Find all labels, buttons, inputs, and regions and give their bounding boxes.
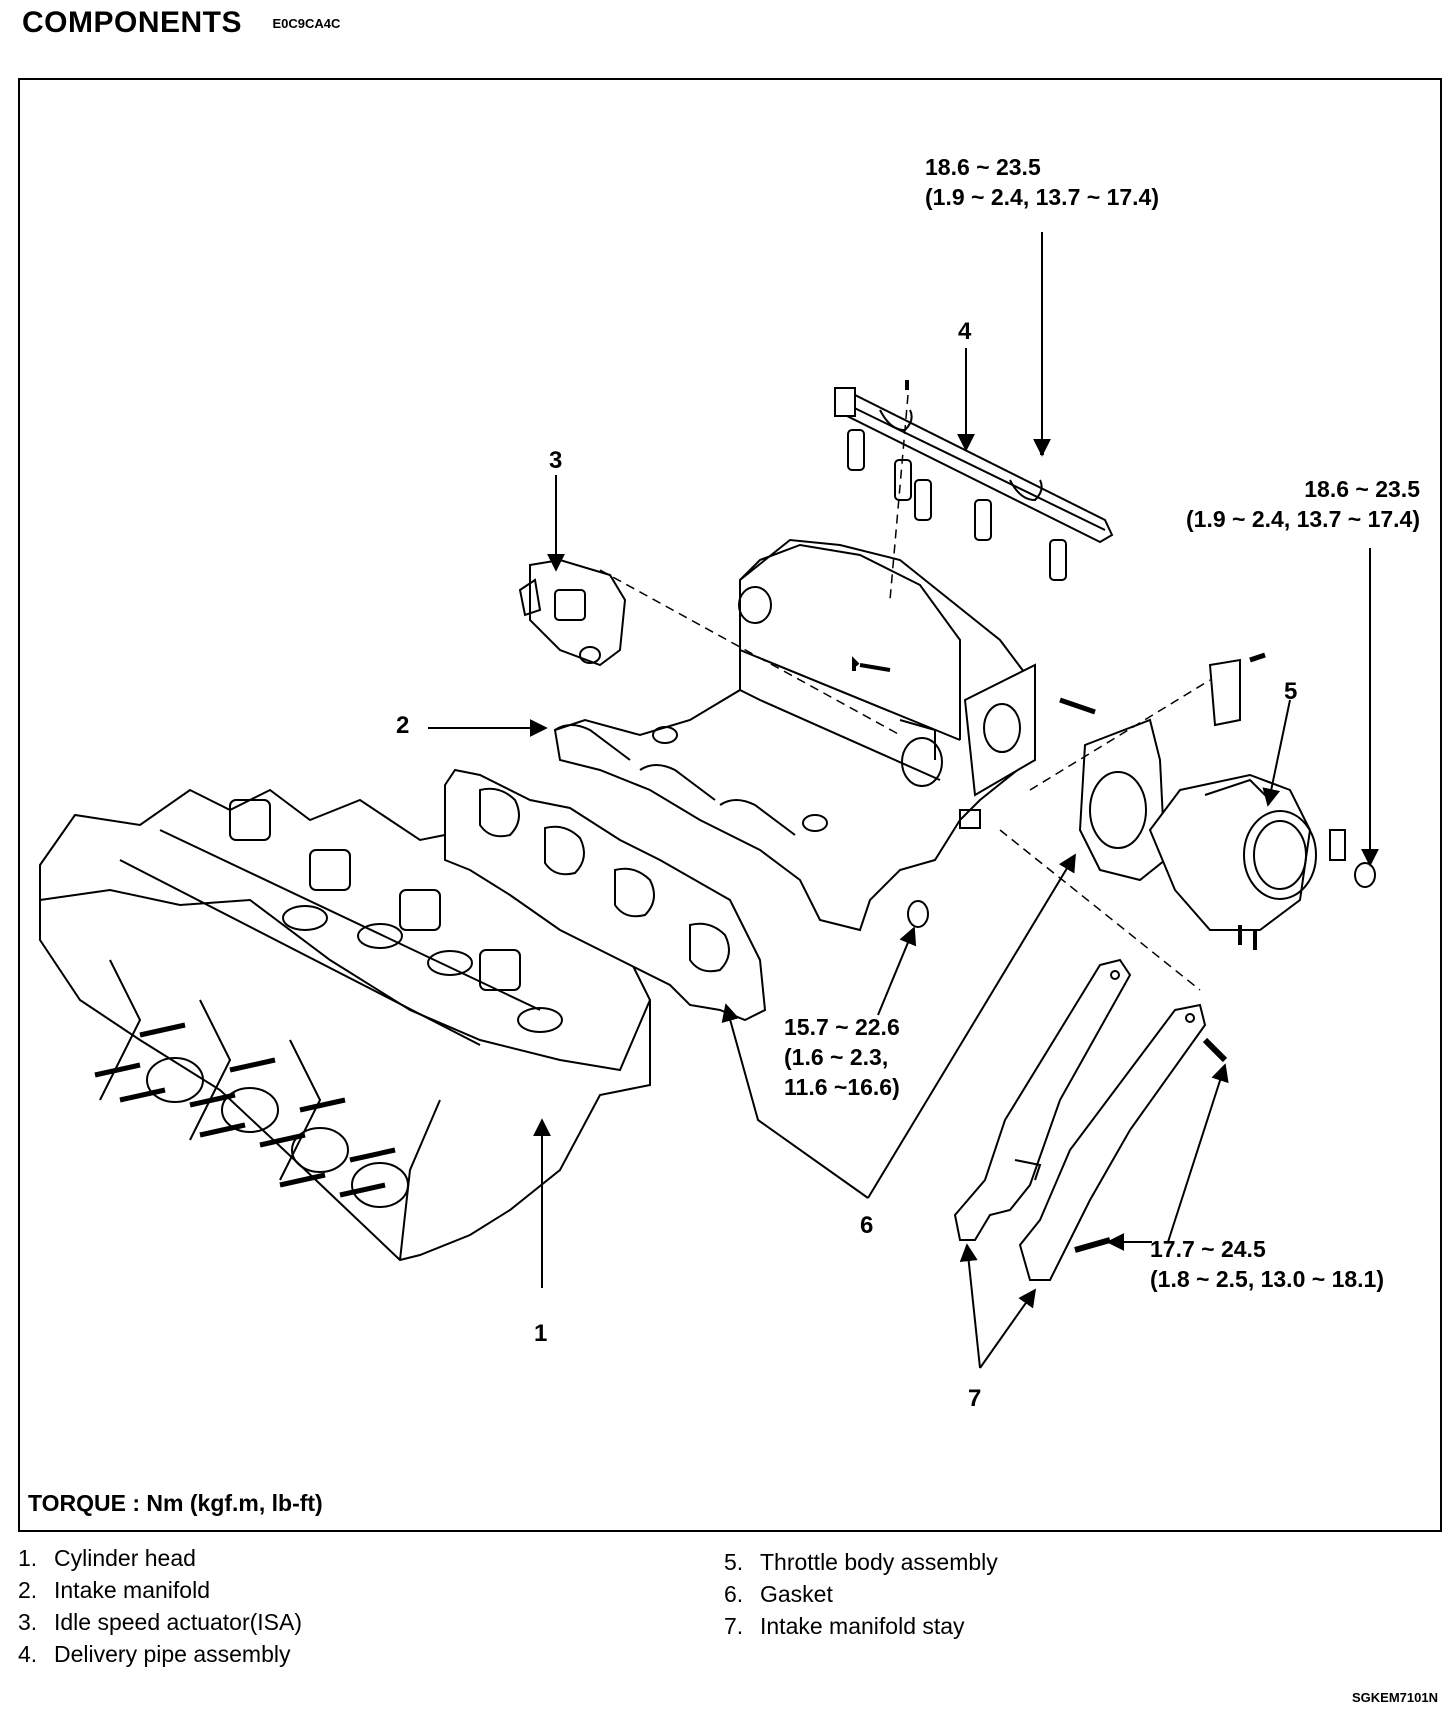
page-header: COMPONENTS E0C9CA4C <box>22 6 340 40</box>
torque-value-alt-units: (1.9 ~ 2.4, 13.7 ~ 17.4) <box>925 184 1159 210</box>
legend-left: 1.Cylinder head 2.Intake manifold 3.Idle… <box>18 1542 302 1670</box>
torque-value-alt-units: 11.6 ~16.6) <box>784 1074 900 1100</box>
callout-3: 3 <box>549 447 563 474</box>
idle-speed-actuator-drawing <box>518 558 627 667</box>
torque-spec-manifold-nut: 15.7 ~ 22.6 (1.6 ~ 2.3, 11.6 ~16.6) <box>784 1012 900 1102</box>
legend-item: 4.Delivery pipe assembly <box>18 1641 291 1667</box>
delivery-pipe-drawing <box>834 380 1114 581</box>
torque-value-alt-units: (1.8 ~ 2.5, 13.0 ~ 18.1) <box>1150 1266 1384 1292</box>
legend-item: 2.Intake manifold <box>18 1577 210 1603</box>
torque-value: 17.7 ~ 24.5 <box>1150 1236 1266 1262</box>
section-code: E0C9CA4C <box>272 16 341 32</box>
legend-right: 5.Throttle body assembly 6.Gasket 7.Inta… <box>724 1546 998 1642</box>
cylinder-head-drawing <box>39 788 651 1262</box>
legend-item: 3.Idle speed actuator(ISA) <box>18 1609 303 1635</box>
leader-lines <box>428 232 1379 1369</box>
callout-6: 6 <box>860 1212 874 1239</box>
callout-4: 4 <box>958 318 972 345</box>
torque-value: 15.7 ~ 22.6 <box>784 1014 900 1040</box>
alignment-lines <box>599 394 1211 991</box>
legend-item: 5.Throttle body assembly <box>724 1549 998 1575</box>
gasket-drawing <box>444 768 767 1022</box>
torque-value-alt-units: (1.9 ~ 2.4, 13.7 ~ 17.4) <box>1186 506 1420 532</box>
diagram-frame <box>18 78 1442 1532</box>
intake-manifold-drawing <box>553 538 1096 932</box>
page-title: COMPONENTS <box>22 6 243 39</box>
legend-item: 1.Cylinder head <box>18 1545 196 1571</box>
torque-spec-throttle-body: 18.6 ~ 23.5 (1.9 ~ 2.4, 13.7 ~ 17.4) <box>1148 474 1420 534</box>
torque-spec-manifold-stay: 17.7 ~ 24.5 (1.8 ~ 2.5, 13.0 ~ 18.1) <box>1150 1234 1384 1294</box>
torque-spec-delivery-pipe: 18.6 ~ 23.5 (1.9 ~ 2.4, 13.7 ~ 17.4) <box>925 152 1159 212</box>
callout-1: 1 <box>534 1320 548 1347</box>
legend-item: 6.Gasket <box>724 1581 833 1607</box>
callout-5: 5 <box>1284 678 1298 705</box>
throttle-body-drawing <box>1078 652 1376 950</box>
torque-units-note: TORQUE : Nm (kgf.m, lb-ft) <box>28 1490 323 1516</box>
legend-item: 7.Intake manifold stay <box>724 1613 965 1639</box>
figure-code: SGKEM7101N <box>1352 1690 1438 1705</box>
callout-2: 2 <box>396 712 410 739</box>
callout-7: 7 <box>968 1385 982 1412</box>
intake-manifold-stay-drawing <box>953 958 1228 1281</box>
torque-value: 18.6 ~ 23.5 <box>1304 476 1420 502</box>
torque-value-alt-units: (1.6 ~ 2.3, <box>784 1044 889 1070</box>
torque-value: 18.6 ~ 23.5 <box>925 154 1041 180</box>
